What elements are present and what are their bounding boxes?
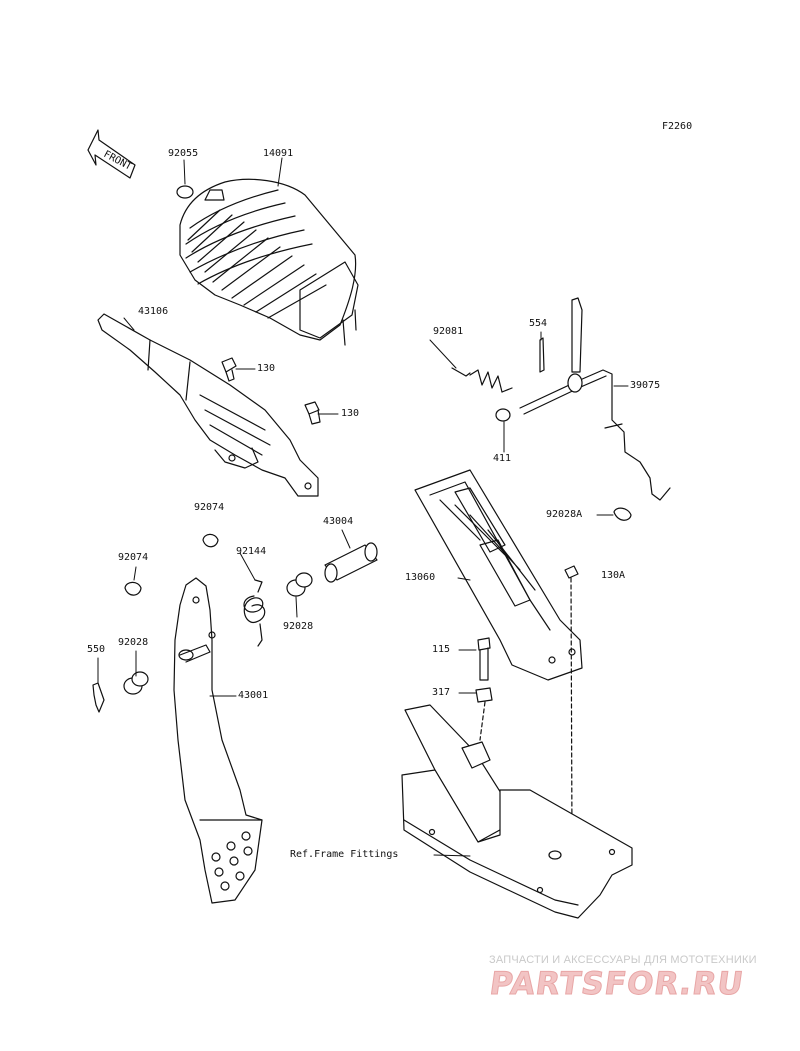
part-label-92081: 92081 xyxy=(433,326,464,337)
part-label-411: 411 xyxy=(493,453,512,464)
frame-ref xyxy=(401,704,633,919)
part-label-92144: 92144 xyxy=(236,546,267,557)
part-label-550: 550 xyxy=(87,644,106,655)
ref-frame-fittings-label: Ref.Frame Fittings xyxy=(290,849,399,860)
cotter-pin-554 xyxy=(539,337,545,373)
rod-39075 xyxy=(519,297,671,501)
part-label-14091: 14091 xyxy=(263,148,294,159)
part-label-43106: 43106 xyxy=(138,306,169,317)
part-label-92028-a: 92028 xyxy=(283,621,314,632)
part-label-92028A: 92028A xyxy=(546,509,583,520)
part-label-130-b: 130 xyxy=(341,408,360,419)
pedal-13060 xyxy=(414,469,583,681)
part-label-13060: 13060 xyxy=(405,572,436,583)
spring-92081 xyxy=(451,367,513,393)
pin-550 xyxy=(92,682,105,713)
spring-92144 xyxy=(243,579,266,647)
part-label-130A: 130A xyxy=(601,570,626,581)
part-label-92055: 92055 xyxy=(168,148,199,159)
bolt-130-a xyxy=(221,357,237,382)
collar-92028-a xyxy=(286,572,313,597)
part-label-115: 115 xyxy=(432,644,451,655)
washer-411 xyxy=(495,408,511,422)
o-ring-92055 xyxy=(176,185,194,199)
part-label-554: 554 xyxy=(529,318,548,329)
diagram-code: F2260 xyxy=(662,121,693,132)
part-label-92074-a: 92074 xyxy=(194,502,225,513)
pedal-43001 xyxy=(173,577,263,904)
bolt-130-b xyxy=(304,401,321,425)
watermark-logo: PARTSFOR.RU xyxy=(487,966,747,1003)
leader-lines xyxy=(97,157,629,857)
part-label-317: 317 xyxy=(432,687,451,698)
bushing-92074-b xyxy=(124,581,142,596)
part-label-39075: 39075 xyxy=(630,380,661,391)
part-label-43001: 43001 xyxy=(238,690,269,701)
bushing-92074-a xyxy=(202,533,219,548)
nut-317 xyxy=(475,687,493,703)
clip-92028A xyxy=(613,507,632,521)
part-label-43004: 43004 xyxy=(323,516,354,527)
leader-dashed xyxy=(479,701,486,741)
bolt-115 xyxy=(477,637,491,681)
part-label-92074-b: 92074 xyxy=(118,552,149,563)
lever-43106 xyxy=(97,313,319,497)
part-label-130-a: 130 xyxy=(257,363,276,374)
boot-14091 xyxy=(179,178,359,346)
shaft-43004 xyxy=(324,542,378,583)
watermark-tagline: ЗАПЧАСТИ И АКСЕССУАРЫ ДЛЯ МОТОТЕХНИКИ xyxy=(489,954,757,966)
part-label-92028-b: 92028 xyxy=(118,637,149,648)
front-arrow-icon: FRONT xyxy=(87,129,136,179)
